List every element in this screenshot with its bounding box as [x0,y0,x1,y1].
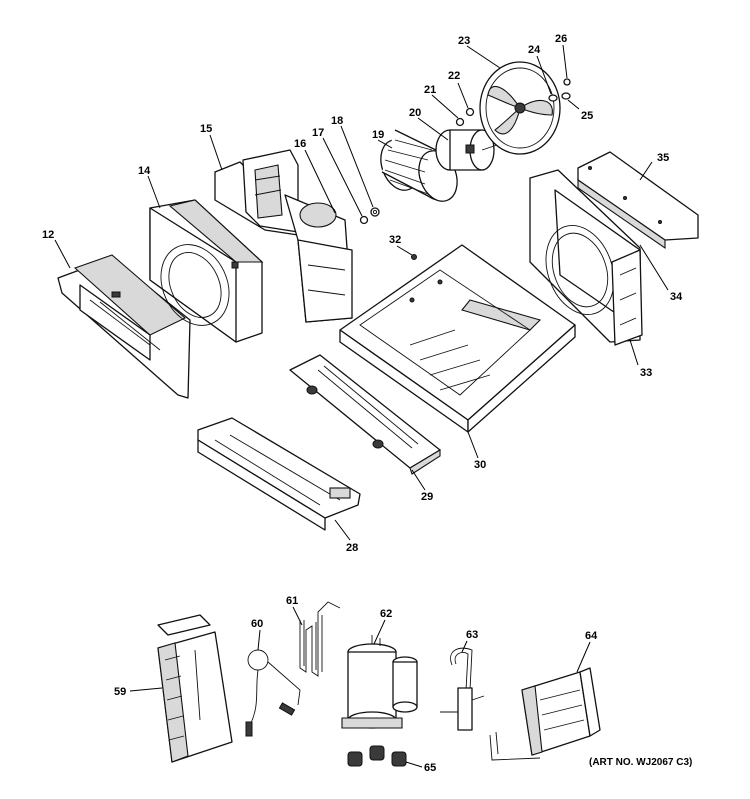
grommet [391,751,407,767]
callout-12: 12 [42,229,54,241]
callout-63: 63 [466,629,478,641]
part-26-nut [563,78,571,86]
part-22-nut [465,107,475,117]
part-30-base-pan [339,244,576,433]
callout-14: 14 [138,165,151,177]
callout-65: 65 [424,762,436,774]
callout-16: 16 [294,138,306,150]
part-62-compressor [341,635,418,729]
art-number: (ART NO. WJ2067 C3) [589,757,693,768]
part-65-grommets [347,745,407,767]
callout-19: 19 [372,129,384,141]
callout-21: 21 [424,84,436,96]
callout-26: 26 [555,33,567,45]
callout-25: 25 [581,110,593,122]
part-23-fan-blade [479,61,561,155]
callout-20: 20 [409,107,421,119]
callout-22: 22 [448,70,460,82]
callout-18: 18 [331,115,343,127]
part-64-condenser [489,667,601,761]
part-63-dryer-tube [440,647,485,731]
callout-23: 23 [458,35,470,47]
callout-61: 61 [286,595,298,607]
part-18-nut [370,207,380,217]
callout-15: 15 [200,123,212,135]
callout-59: 59 [114,686,126,698]
part-12-grille-panel [57,254,191,399]
callout-labels: 12 14 15 16 17 18 19 20 21 22 23 24 26 2… [42,33,683,774]
part-17-washer [359,215,369,225]
part-60-capillary [245,649,301,737]
part-29-partition [289,354,441,475]
part-16-mount-plate [284,194,353,323]
part-25-retainer [561,92,571,100]
callout-24: 24 [528,44,541,56]
part-24-washer [548,94,558,102]
part-21-clip [455,117,465,127]
part-28-drain-tray [197,417,361,531]
callout-17: 17 [312,127,324,139]
part-32-screw [411,254,417,260]
part-35-top-cover [577,151,699,250]
part-33-side-panel [611,249,643,346]
callout-62: 62 [380,608,392,620]
callout-60: 60 [251,618,263,630]
part-59-evaporator [157,614,233,763]
part-14-shroud [149,199,264,343]
part-61-tube [299,601,341,677]
part-19-blower-wheel [380,129,458,202]
callout-28: 28 [346,542,358,554]
callout-30: 30 [474,459,486,471]
callout-32: 32 [389,234,401,246]
part-15-bracket [214,149,299,236]
callout-64: 64 [585,630,598,642]
leader-lines [54,44,669,768]
callout-29: 29 [421,491,433,503]
callout-33: 33 [640,367,652,379]
callout-34: 34 [670,291,683,303]
grommet [347,751,363,767]
part-20-fan-motor [435,129,501,171]
callout-35: 35 [657,152,669,164]
grommet [369,745,385,761]
